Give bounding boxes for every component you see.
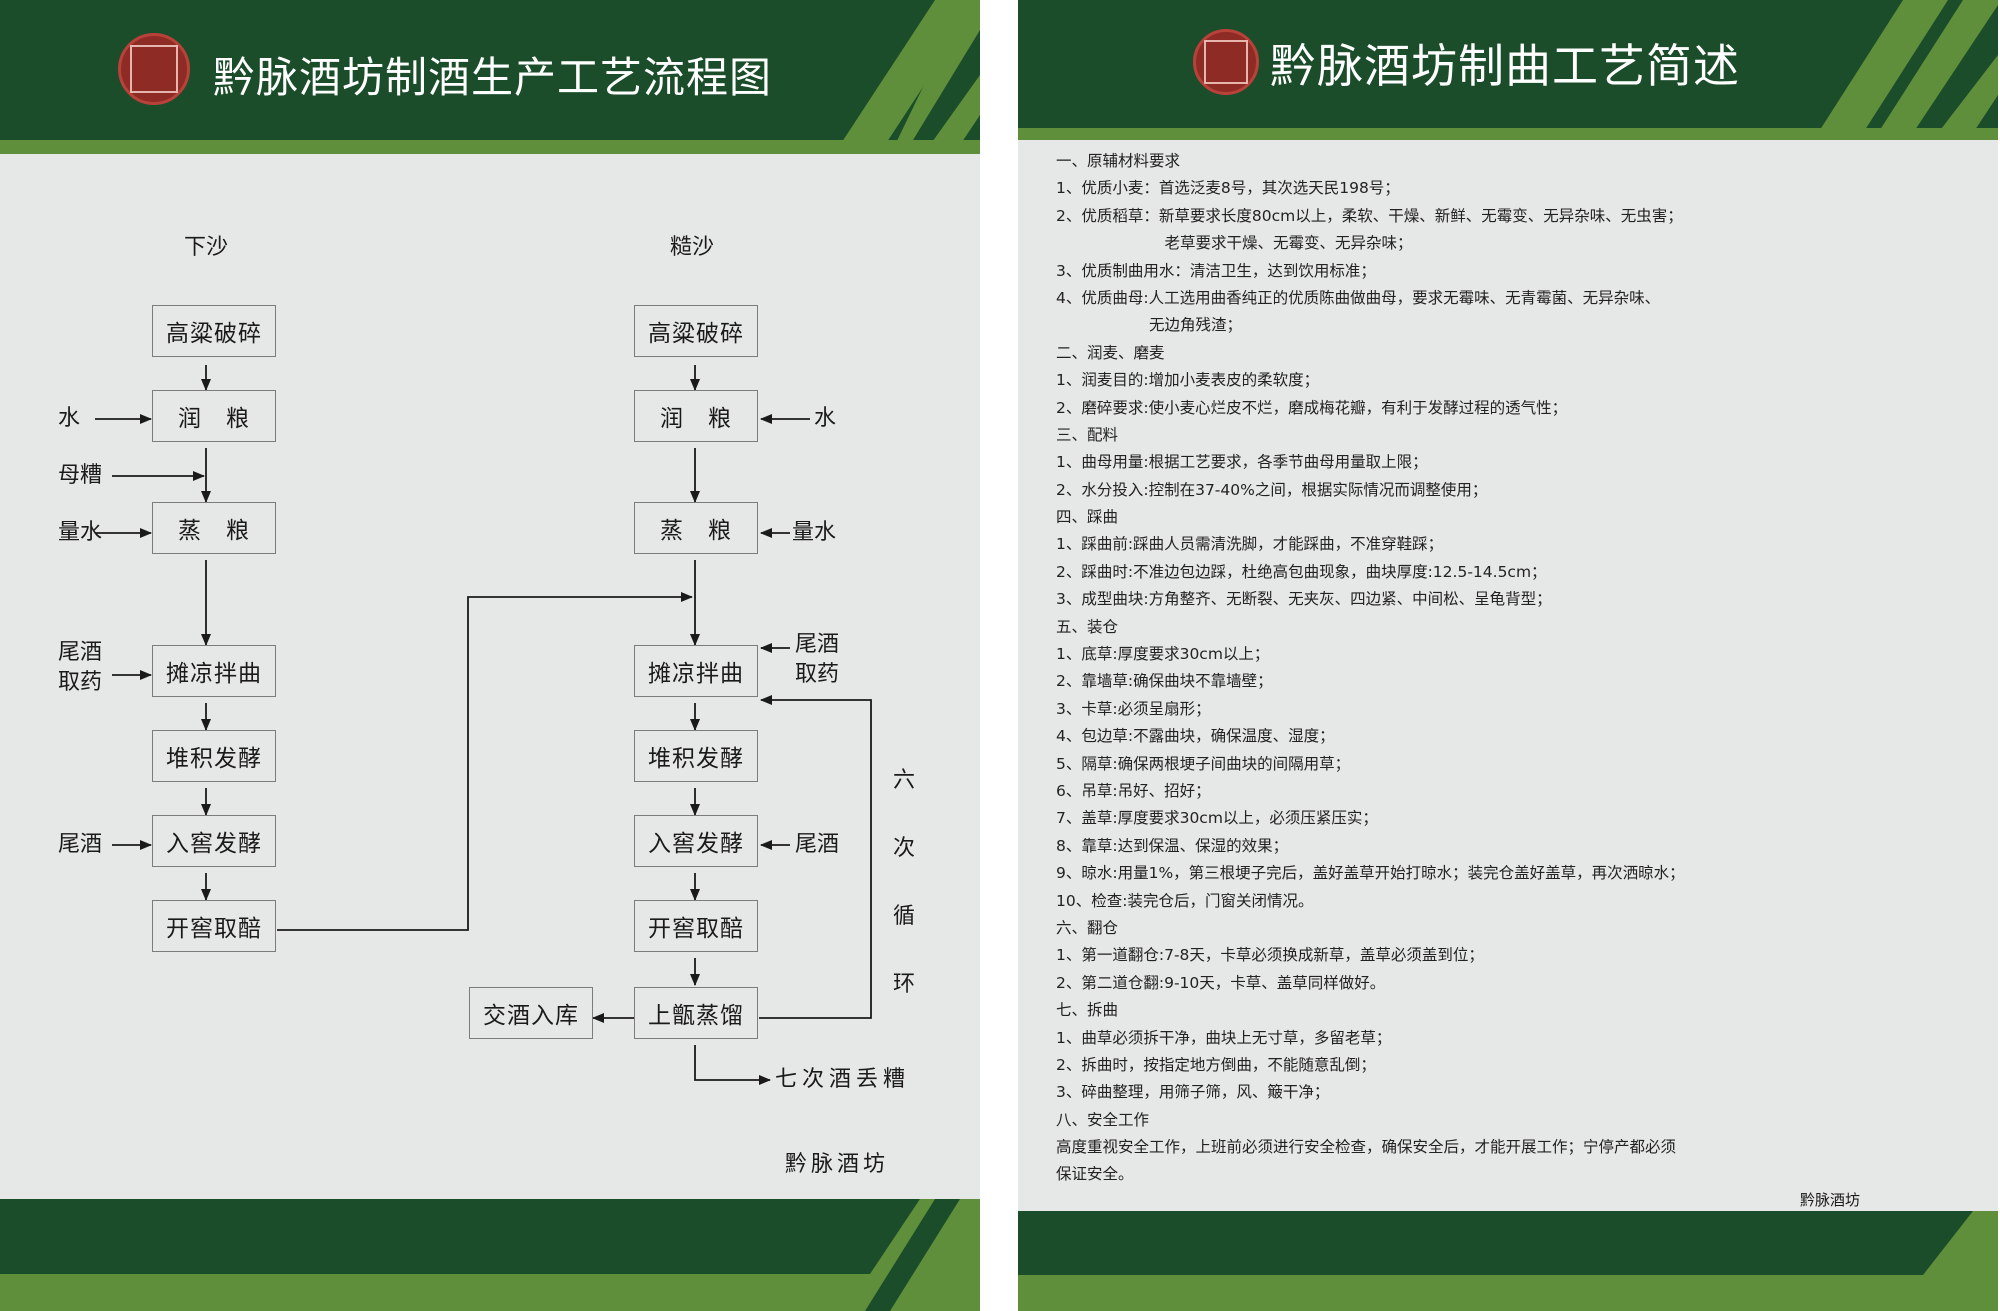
left-step-crush: 高粱破碎 <box>152 305 276 357</box>
input-yeast-left: 取药 <box>58 670 103 695</box>
input-tail-liquor-pit-left: 尾酒 <box>58 832 103 857</box>
input-measure-water-left: 量水 <box>58 520 103 545</box>
header-stripes <box>1818 0 1998 133</box>
description-line: 1、底草:厚度要求30cm以上； <box>1056 645 1270 664</box>
brand-signature-right: 黔脉酒坊 <box>1800 1191 1861 1209</box>
description-line: 八、安全工作 <box>1056 1110 1150 1129</box>
footer-band <box>1018 1211 1998 1311</box>
cycle-char-4: 环 <box>893 972 916 997</box>
left-step-steam: 蒸 粮 <box>152 502 276 554</box>
description-line: 无边角残渣； <box>1056 316 1243 335</box>
description-line: 一、原辅材料要求 <box>1056 152 1181 170</box>
description-line: 四、踩曲 <box>1056 508 1119 527</box>
description-line: 5、隔草:确保两根埂子间曲块的间隔用草； <box>1056 754 1351 773</box>
description-line: 6、吊草:吊好、招好； <box>1056 781 1211 800</box>
discard-label: 七次酒丢糟 <box>775 1067 911 1092</box>
description-line: 8、靠草:达到保温、保湿的效果； <box>1056 836 1289 855</box>
input-water-right: 水 <box>814 406 837 431</box>
description-line: 1、曲母用量:根据工艺要求，各季节曲母用量取上限； <box>1056 453 1428 472</box>
page-title: 黔脉酒坊制曲工艺简述 <box>1270 39 1740 93</box>
description-line: 1、曲草必须拆干净，曲块上无寸草，多留老草； <box>1056 1028 1392 1047</box>
description-line: 2、第二道仓翻:9-10天，卡草、盖草同样做好。 <box>1056 973 1386 992</box>
description-line: 六、翻仓 <box>1056 918 1119 937</box>
input-tail-liquor-left: 尾酒 <box>58 640 103 665</box>
description-line: 3、优质制曲用水：清洁卫生，达到饮用标准； <box>1056 261 1376 280</box>
description-line: 1、优质小麦：首选泛麦8号，其次选天民198号； <box>1056 179 1400 198</box>
description-line: 2、拆曲时，按指定地方倒曲，不能随意乱倒； <box>1056 1055 1376 1074</box>
description-line: 高度重视安全工作，上班前必须进行安全检查，确保安全后，才能开展工作；宁停产都必须 <box>1056 1138 1677 1157</box>
cycle-char-2: 次 <box>893 836 916 861</box>
page-title: 黔脉酒坊制酒生产工艺流程图 <box>213 53 773 102</box>
right-step-pit-ferment: 入窖发酵 <box>634 815 758 867</box>
description-line: 3、卡草:必须呈扇形； <box>1056 699 1211 718</box>
left-step-open-pit: 开窖取醅 <box>152 900 276 952</box>
right-step-stack-ferment: 堆积发酵 <box>634 730 758 782</box>
storage-step: 交酒入库 <box>469 987 593 1039</box>
description-line: 4、优质曲母:人工选用曲香纯正的优质陈曲做曲母，要求无霉味、无青霉菌、无异杂味、 <box>1056 288 1661 307</box>
description-line: 老草要求干燥、无霉变、无异杂味； <box>1056 234 1413 253</box>
description-line: 七、拆曲 <box>1056 1001 1119 1020</box>
left-step-stack-ferment: 堆积发酵 <box>152 730 276 782</box>
description-line: 三、配料 <box>1056 425 1119 444</box>
description-line: 9、晾水:用量1%，第三根埂子完后，盖好盖草开始打晾水；装完仓盖好盖草，再次洒晾… <box>1056 864 1685 883</box>
cycle-char-1: 六 <box>893 768 916 793</box>
input-mother-grain: 母糟 <box>58 463 103 488</box>
left-step-moisten: 润 粮 <box>152 390 276 442</box>
description-line: 1、第一道翻仓:7-8天，卡草必须换成新草，盖草必须盖到位； <box>1056 946 1484 965</box>
right-step-crush: 高粱破碎 <box>634 305 758 357</box>
footer-band <box>0 1199 980 1311</box>
seal-logo <box>1193 29 1259 95</box>
left-step-pit-ferment: 入窖发酵 <box>152 815 276 867</box>
description-line: 2、水分投入:控制在37-40%之间，根据实际情况而调整使用； <box>1056 480 1488 499</box>
input-measure-water-right: 量水 <box>792 520 837 545</box>
description-line: 10、检查:装完仓后，门窗关闭情况。 <box>1056 891 1314 910</box>
seal-logo <box>118 33 190 105</box>
flow-connectors <box>95 365 872 1085</box>
koji-process-panel: 黔脉酒坊制曲工艺简述 一、原辅材料要求 1、优质小麦：首选泛麦8号，其次选天民19… <box>1018 0 1998 1311</box>
description-line: 2、踩曲时:不准边包边踩，杜绝高包曲现象，曲块厚度:12.5-14.5cm； <box>1056 562 1547 581</box>
header-accent-strip <box>0 140 980 154</box>
description-line: 2、优质稻草：新草要求长度80cm以上，柔软、干燥、新鲜、无霉变、无异杂味、无虫… <box>1056 206 1683 225</box>
left-step-cool-mix: 摊凉拌曲 <box>152 645 276 697</box>
input-water-left: 水 <box>58 406 81 431</box>
description-line: 4、包边草:不露曲块，确保温度、湿度； <box>1056 727 1335 746</box>
process-description: 一、原辅材料要求 1、优质小麦：首选泛麦8号，其次选天民198号； 2、优质稻草：新… <box>1056 148 1976 1189</box>
header-accent-strip <box>1018 128 1998 140</box>
description-line: 2、磨碎要求:使小麦心烂皮不烂，磨成梅花瓣，有利于发酵过程的透气性； <box>1056 398 1568 417</box>
description-line: 保证安全。 <box>1056 1165 1134 1184</box>
brand-signature-left: 黔脉酒坊 <box>785 1152 890 1177</box>
description-line: 2、靠墙草:确保曲块不靠墙壁； <box>1056 672 1273 691</box>
right-step-open-pit: 开窖取醅 <box>634 900 758 952</box>
right-step-distill: 上甑蒸馏 <box>634 987 758 1039</box>
input-tail-liquor-pit-right: 尾酒 <box>795 832 840 857</box>
right-step-cool-mix: 摊凉拌曲 <box>634 645 758 697</box>
description-line: 7、盖草:厚度要求30cm以上，必须压紧压实； <box>1056 809 1378 828</box>
right-step-moisten: 润 粮 <box>634 390 758 442</box>
column-label-zaosha: 糙沙 <box>670 235 715 260</box>
description-line: 1、润麦目的:增加小麦表皮的柔软度； <box>1056 371 1320 390</box>
input-tail-liquor-right: 尾酒 <box>795 632 840 657</box>
description-line: 3、成型曲块:方角整齐、无断裂、无夹灰、四边紧、中间松、呈龟背型； <box>1056 590 1552 609</box>
column-label-xiasha: 下沙 <box>184 235 229 260</box>
header-stripes <box>840 0 980 145</box>
process-flow-panel: 黔脉酒坊制酒生产工艺流程图 <box>0 0 980 1311</box>
input-yeast-right: 取药 <box>795 662 840 687</box>
description-line: 1、踩曲前:踩曲人员需清洗脚，才能踩曲，不准穿鞋踩； <box>1056 535 1444 554</box>
cycle-char-3: 循 <box>893 904 916 929</box>
description-line: 二、润麦、磨麦 <box>1056 343 1165 362</box>
description-line: 3、碎曲整理，用筛子筛，风、簸干净； <box>1056 1083 1330 1102</box>
right-step-steam: 蒸 粮 <box>634 502 758 554</box>
description-line: 五、装仓 <box>1056 617 1119 636</box>
